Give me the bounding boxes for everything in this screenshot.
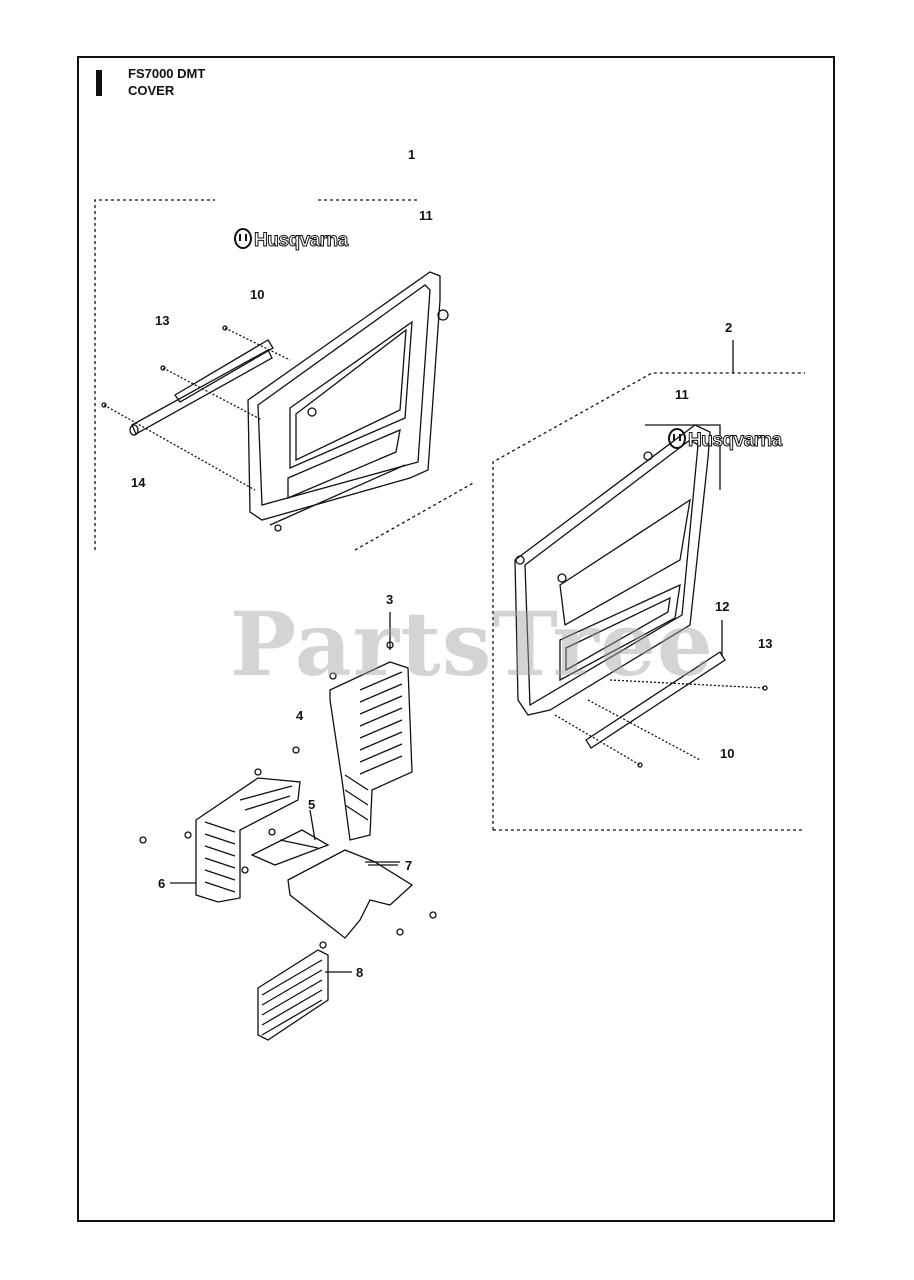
callout-13-right: 13 <box>758 636 773 651</box>
callout-11-right: 11 <box>675 387 689 402</box>
callout-3: 3 <box>386 592 394 607</box>
callout-10: 10 <box>250 287 265 302</box>
callout-14: 14 <box>131 475 146 490</box>
base-plate <box>287 849 414 939</box>
tall-grille-panel <box>329 661 413 841</box>
small-plate <box>250 829 330 866</box>
lower-grille <box>257 941 329 1041</box>
callout-4: 4 <box>296 708 304 723</box>
callout-11: 11 <box>419 208 433 223</box>
brand-logo-text: Husqvarna <box>688 430 783 452</box>
brand-logo-left: Husqvarna <box>234 228 349 252</box>
left-hinge-strip <box>174 339 274 403</box>
section-marker <box>96 70 102 96</box>
callout-1: 1 <box>408 147 416 162</box>
callout-7: 7 <box>405 858 413 873</box>
callout-6: 6 <box>158 876 166 891</box>
callout-10-right: 10 <box>720 746 735 761</box>
left-hinge-rod <box>131 349 273 435</box>
brand-logo-text: Husqvarna <box>254 230 349 252</box>
callout-12: 12 <box>715 599 730 614</box>
right-assembly-bracket <box>492 372 805 831</box>
husqvarna-crown-icon <box>668 428 686 449</box>
side-grille-block <box>195 777 301 903</box>
left-assembly-bracket <box>94 199 420 550</box>
section-title: COVER <box>128 83 175 98</box>
drawing-frame <box>77 56 835 1222</box>
callout-8: 8 <box>356 965 364 980</box>
callout-5: 5 <box>308 797 316 812</box>
right-hinge-rod <box>585 651 726 749</box>
callout-2: 2 <box>725 320 733 335</box>
left-bracket-diagonal <box>354 481 476 551</box>
watermark: PartsTree <box>230 592 714 696</box>
husqvarna-crown-icon <box>234 228 252 249</box>
model-title: FS7000 DMT <box>128 66 206 81</box>
left-door-panel <box>247 271 449 532</box>
brand-logo-right: Husqvarna <box>668 428 783 452</box>
right-door-panel <box>514 424 721 716</box>
callout-13: 13 <box>155 313 170 328</box>
